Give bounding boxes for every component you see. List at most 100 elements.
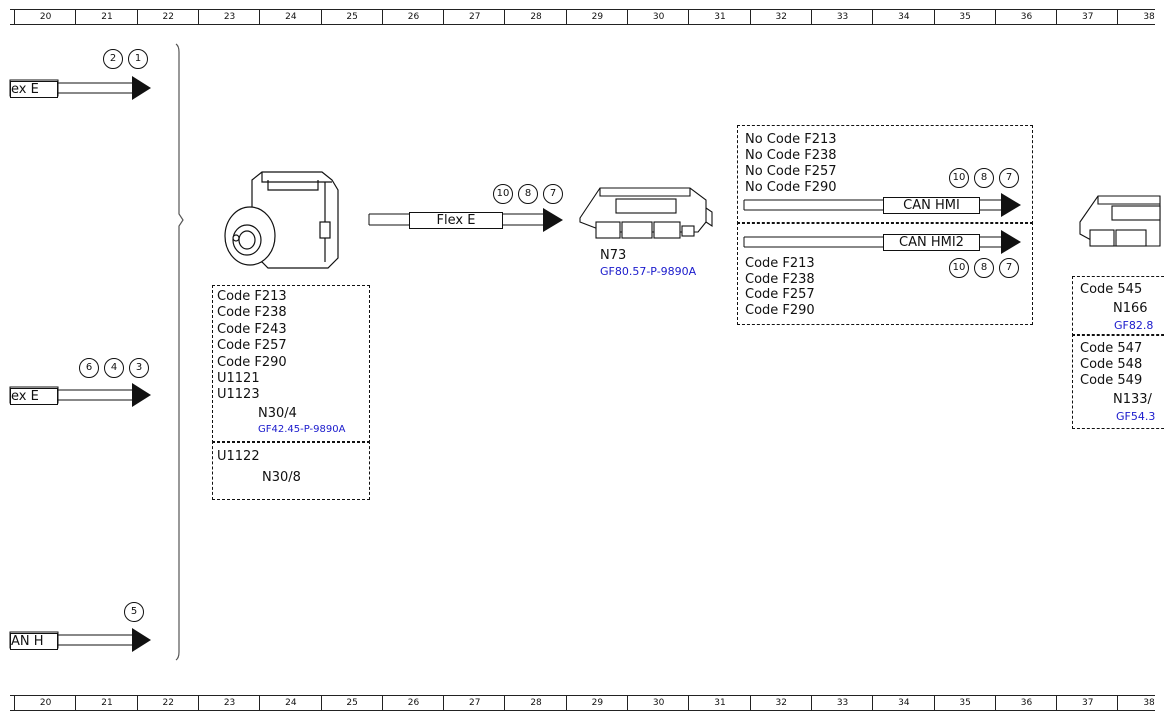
ruler-cell: 37 xyxy=(1056,696,1118,710)
code-line: Code F213 xyxy=(745,256,815,271)
ruler-cell: 24 xyxy=(259,696,321,710)
ruler-cell: 37 xyxy=(1056,10,1118,24)
ruler-cell: 30 xyxy=(627,696,689,710)
ruler-cell: 32 xyxy=(749,696,812,710)
marker-circle: 7 xyxy=(543,184,563,204)
component-id: N73 xyxy=(600,248,627,263)
code-line: No Code F290 xyxy=(745,180,837,195)
ruler-cell: 30 xyxy=(627,10,689,24)
ruler-cell: 35 xyxy=(933,10,996,24)
reference-link[interactable]: GF54.3 xyxy=(1116,410,1156,423)
ruler-cell: 27 xyxy=(443,696,505,710)
code-line: Code F290 xyxy=(745,303,815,318)
marker-circle: 10 xyxy=(493,184,513,204)
ruler-cell: 26 xyxy=(381,10,444,24)
ruler-cell: 34 xyxy=(872,10,934,24)
can-no-code-group xyxy=(737,125,1033,224)
marker-circle: 5 xyxy=(124,602,144,622)
reference-link[interactable]: GF42.45-P-9890A xyxy=(258,424,346,435)
code-line: No Code F213 xyxy=(745,132,837,147)
ruler-cell: 23 xyxy=(197,696,260,710)
code-line: Code 549 xyxy=(1080,373,1143,388)
ruler-cell: 29 xyxy=(565,696,628,710)
ruler-cell: 36 xyxy=(994,10,1057,24)
ruler-cell: 24 xyxy=(259,10,321,24)
flex-e-label: Flex E xyxy=(409,212,503,229)
ruler-cell: 25 xyxy=(320,696,383,710)
camera-component-icon xyxy=(224,171,339,269)
ruler-cell: 21 xyxy=(75,10,137,24)
component-id: N166 xyxy=(1113,301,1148,316)
marker-circle: 3 xyxy=(129,358,149,378)
marker-circle: 4 xyxy=(104,358,124,378)
code-line: U1122 xyxy=(217,449,260,464)
ruler-cell: 31 xyxy=(688,696,750,710)
can-hmi2-label: CAN HMI2 xyxy=(883,234,980,251)
code-line: Code F290 xyxy=(217,355,287,370)
marker-circle: 2 xyxy=(103,49,123,69)
ruler-cell: 20 xyxy=(14,10,76,24)
code-line: No Code F257 xyxy=(745,164,837,179)
code-line: Code F257 xyxy=(745,287,815,302)
code-line: U1123 xyxy=(217,387,260,402)
marker-circle: 8 xyxy=(518,184,538,204)
code-line: U1121 xyxy=(217,371,260,386)
code-line: Code F243 xyxy=(217,322,287,337)
ruler-cell: 20 xyxy=(14,696,76,710)
marker-circle: 1 xyxy=(128,49,148,69)
ecu-n166-icon xyxy=(1079,195,1161,247)
group-brace xyxy=(175,43,184,661)
left-signal-1-label: ex E xyxy=(10,81,58,98)
ruler-cell: 36 xyxy=(994,696,1057,710)
reference-link[interactable]: GF80.57-P-9890A xyxy=(600,265,697,278)
ruler-cell: 22 xyxy=(136,10,199,24)
ruler-cell: 22 xyxy=(136,696,199,710)
marker-circle: 8 xyxy=(974,258,994,278)
can-hmi-label: CAN HMI xyxy=(883,197,980,214)
component-id: N30/8 xyxy=(262,470,301,485)
code-line: Code F257 xyxy=(217,338,287,353)
component-id: N133/ xyxy=(1113,392,1152,407)
component-id: N30/4 xyxy=(258,406,297,421)
ruler-cell: 32 xyxy=(749,10,812,24)
left-signal-3-label: AN H xyxy=(10,633,58,650)
marker-circle: 7 xyxy=(999,168,1019,188)
marker-circle: 10 xyxy=(949,258,969,278)
ruler-cell: 28 xyxy=(504,10,566,24)
ruler-cell: 33 xyxy=(810,10,873,24)
code-line: Code F213 xyxy=(217,289,287,304)
code-line: No Code F238 xyxy=(745,148,837,163)
ruler-cell: 25 xyxy=(320,10,383,24)
code-line: Code 547 xyxy=(1080,341,1143,356)
ruler-cell: 35 xyxy=(933,696,996,710)
code-line: Code F238 xyxy=(745,272,815,287)
ruler-cell: 28 xyxy=(504,696,566,710)
ruler-cell: 26 xyxy=(381,696,444,710)
ruler-cell: 38 xyxy=(1117,10,1164,24)
marker-circle: 7 xyxy=(999,258,1019,278)
n133-code-group xyxy=(1072,334,1164,429)
code-line: Code F238 xyxy=(217,305,287,320)
ruler-cell: 34 xyxy=(872,696,934,710)
code-line: Code 548 xyxy=(1080,357,1143,372)
marker-circle: 10 xyxy=(949,168,969,188)
n166-code-group xyxy=(1072,276,1164,336)
ruler-cell: 21 xyxy=(75,696,137,710)
ruler-cell: 38 xyxy=(1117,696,1164,710)
ruler-cell: 27 xyxy=(443,10,505,24)
ruler-cell: 23 xyxy=(197,10,260,24)
ruler-cell: 31 xyxy=(688,10,750,24)
ecu-n73-icon xyxy=(579,187,713,239)
reference-link[interactable]: GF82.8 xyxy=(1114,319,1154,332)
left-signal-2-label: ex E xyxy=(10,388,58,405)
ruler-cell: 29 xyxy=(565,10,628,24)
ruler-cell: 33 xyxy=(810,696,873,710)
marker-circle: 8 xyxy=(974,168,994,188)
camera-code-group xyxy=(212,285,370,443)
code-line: Code 545 xyxy=(1080,282,1143,297)
marker-circle: 6 xyxy=(79,358,99,378)
camera-alt-code-group xyxy=(212,441,370,500)
